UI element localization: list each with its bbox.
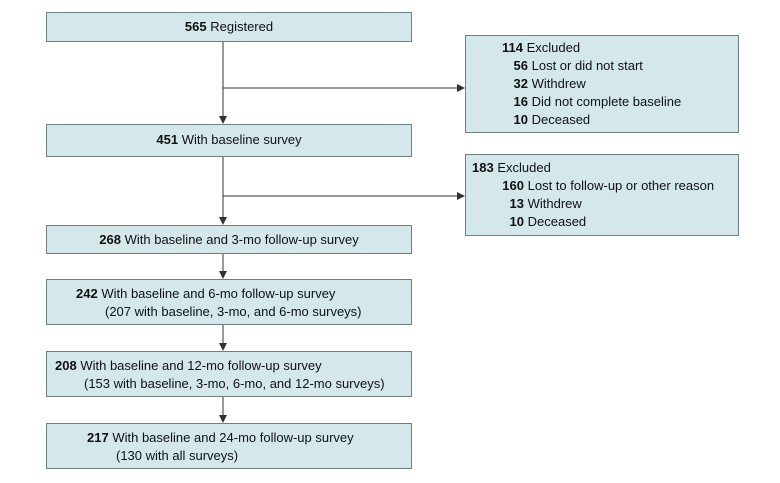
followup-24mo-label: With baseline and 24-mo follow-up survey [112,430,354,445]
followup-6mo-count: 242 [76,286,98,301]
followup-12mo-box: 208 With baseline and 12-mo follow-up su… [46,351,412,397]
registered-box: 565 Registered [46,12,412,42]
registered-label: Registered [210,19,274,34]
followup-24mo-box: 217 With baseline and 24-mo follow-up su… [46,423,412,469]
followup-24mo-count: 217 [87,430,109,445]
excluded-1-item: 16 Did not complete baseline [513,94,682,109]
baseline-count: 451 [156,132,179,147]
followup-24mo-sub: (130 with all surveys) [116,448,239,463]
excluded-1-item: 56 Lost or did not start [513,58,643,73]
baseline-label: With baseline survey [181,132,302,147]
excluded-2-count: 183 [472,160,494,175]
excluded-2-item: 13 Withdrew [509,196,582,211]
followup-6mo-box: 242 With baseline and 6-mo follow-up sur… [46,279,412,325]
excluded-1-label: Excluded [526,40,581,55]
followup-3mo-label: With baseline and 3-mo follow-up survey [124,232,359,247]
followup-3mo-box: 268 With baseline and 3-mo follow-up sur… [46,225,412,254]
registered-count: 565 [184,19,207,34]
baseline-box: 451 With baseline survey [46,124,412,157]
excluded-2-label: Excluded [497,160,551,175]
excluded-2-item: 160 Lost to follow-up or other reason [502,178,715,193]
followup-3mo-count: 268 [99,232,121,247]
excluded-1-item: 32 Withdrew [513,76,586,91]
followup-12mo-label: With baseline and 12-mo follow-up survey [80,358,322,373]
followup-6mo-sub: (207 with baseline, 3-mo, and 6-mo surve… [105,304,362,319]
excluded-1-item: 10 Deceased [513,112,591,127]
followup-12mo-sub: (153 with baseline, 3-mo, 6-mo, and 12-m… [84,376,385,391]
excluded-box-2: 183 Excluded 160 Lost to follow-up or ot… [465,154,739,236]
excluded-box-1: 114 Excluded 56 Lost or did not start 32… [465,35,739,133]
followup-6mo-label: With baseline and 6-mo follow-up survey [101,286,336,301]
followup-12mo-count: 208 [55,358,77,373]
excluded-2-item: 10 Deceased [509,214,587,229]
excluded-1-count: 114 [502,40,523,55]
